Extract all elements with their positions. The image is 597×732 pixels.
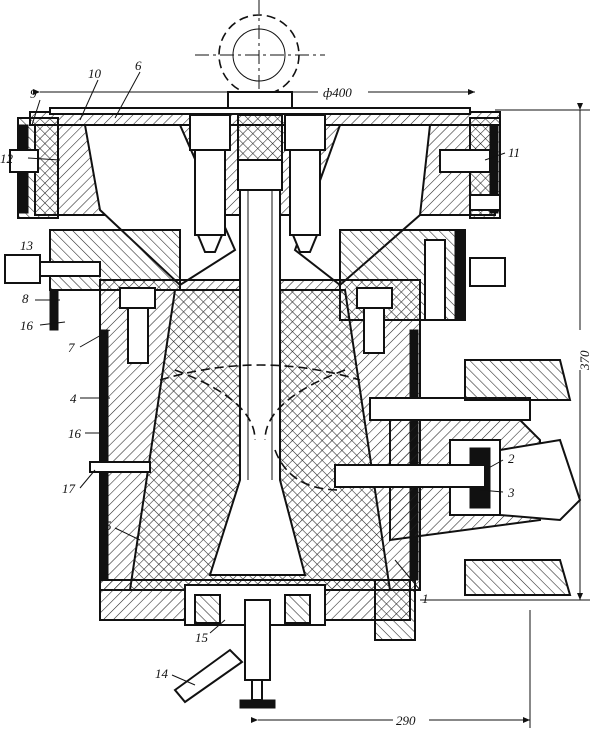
hidden-lines	[159, 364, 361, 491]
part-label-7: 7	[68, 340, 75, 355]
part-label-17: 17	[62, 481, 76, 496]
part-label-12: 12	[0, 151, 14, 166]
part-label-9: 9	[30, 86, 37, 101]
lifting-eye	[195, 0, 325, 111]
part-label-2: 2	[508, 451, 515, 466]
width-dimension: 290	[396, 713, 416, 728]
part-label-16a: 16	[20, 318, 34, 333]
part-label-4: 4	[70, 391, 77, 406]
part-label-16b: 16	[68, 426, 82, 441]
right-fittings	[424, 149, 506, 321]
part-label-6: 6	[135, 58, 142, 73]
part-label-14: 14	[155, 666, 169, 681]
central-shaft	[208, 114, 307, 576]
part-label-3: 3	[507, 485, 515, 500]
left-fittings	[4, 149, 151, 473]
part-label-5: 5	[105, 518, 112, 533]
height-dimension: 370	[577, 350, 592, 371]
part-label-15: 15	[195, 630, 209, 645]
housing-bolts	[119, 287, 393, 364]
cover-bolts	[189, 114, 326, 253]
part-label-13: 13	[20, 238, 34, 253]
leader-lines	[27, 71, 506, 686]
side-assembly	[334, 359, 582, 596]
bottom-assembly	[99, 579, 416, 709]
part-label-11: 11	[508, 145, 520, 160]
part-label-1: 1	[422, 591, 429, 606]
diameter-dimension: ф400	[323, 85, 352, 100]
part-label-8: 8	[22, 291, 29, 306]
part-label-10: 10	[88, 66, 102, 81]
